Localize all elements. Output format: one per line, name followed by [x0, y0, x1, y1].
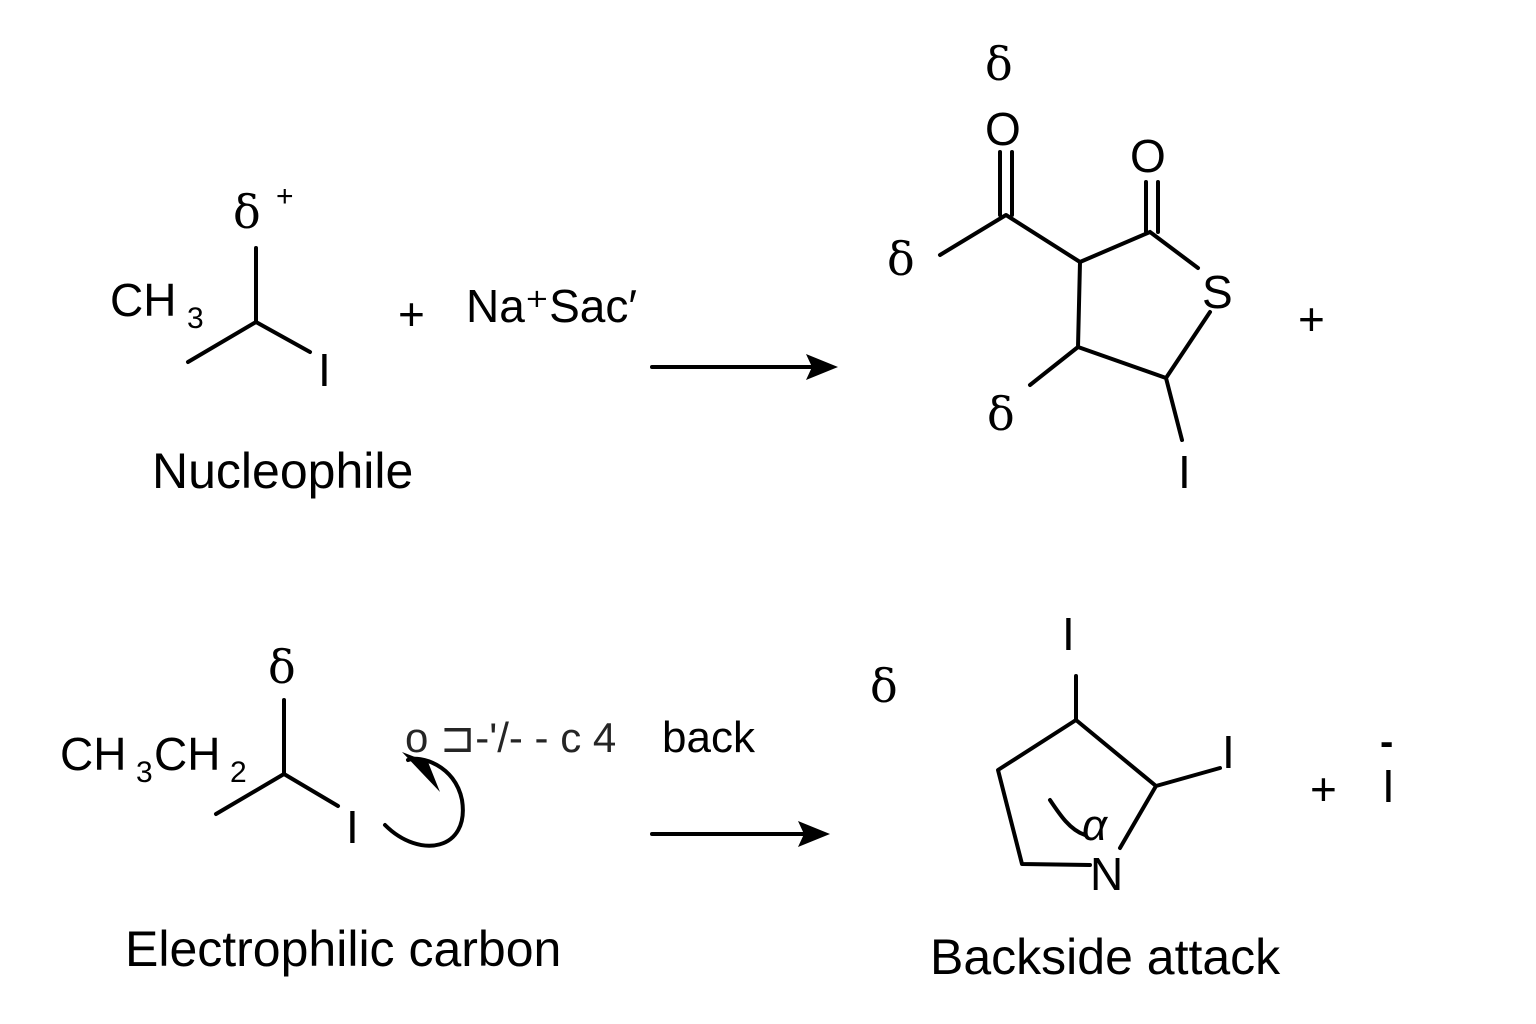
- bonds: [214, 698, 340, 816]
- backside-attack-label: Backside attack: [930, 929, 1281, 985]
- iodine: I: [1062, 608, 1075, 660]
- sulfur: S: [1202, 266, 1233, 318]
- curved-arrow: [383, 756, 465, 848]
- bottom-arrow: [650, 821, 830, 847]
- delta: δ: [987, 387, 1015, 441]
- top-arrow: [650, 354, 838, 380]
- delta: δ: [268, 640, 296, 694]
- ch2-subscript: 2: [230, 756, 247, 789]
- ch3-subscript: 3: [187, 302, 204, 335]
- alpha-label: α: [1082, 801, 1109, 850]
- oxygen: O: [985, 103, 1021, 155]
- delta-plus: δ: [233, 185, 261, 239]
- ch3-subscript: 3: [136, 756, 153, 789]
- annotation-garbled: o ⊐‐'/‐ ‐ c 4: [405, 714, 616, 761]
- ch3-label: CH: [110, 274, 176, 326]
- ch3-label: CH: [60, 728, 126, 780]
- iodide: I: [1382, 760, 1395, 812]
- top-product: δ O O δ S δ I +: [887, 37, 1325, 498]
- delta: δ: [870, 659, 898, 713]
- iodide-charge: -: [1380, 720, 1393, 764]
- iodine: I: [1222, 726, 1235, 778]
- nitrogen: N: [1090, 848, 1123, 900]
- bonds: [186, 246, 312, 364]
- bottom-reactant: δ CH 3 CH 2 I: [60, 640, 465, 853]
- ch2-label: CH: [154, 728, 220, 780]
- top-reactant: δ + CH 3 I: [110, 180, 331, 396]
- iodine: I: [1178, 446, 1191, 498]
- delta: δ: [985, 37, 1013, 91]
- oxygen: O: [1130, 130, 1166, 182]
- annotation-back: back: [662, 713, 756, 762]
- bottom-product: δ I I α N + I -: [870, 608, 1395, 900]
- plus-sign: +: [1298, 293, 1325, 345]
- plus-sign: +: [1310, 763, 1337, 815]
- nucleophile-label: Nucleophile: [152, 443, 413, 499]
- delta: δ: [887, 232, 915, 286]
- reagent-label: Na⁺Sac′: [466, 280, 637, 332]
- delta-plus-sup: +: [276, 180, 294, 213]
- plus-sign: +: [398, 288, 425, 340]
- electrophilic-carbon-label: Electrophilic carbon: [125, 921, 561, 977]
- iodine: I: [318, 344, 331, 396]
- iodine: I: [346, 801, 359, 853]
